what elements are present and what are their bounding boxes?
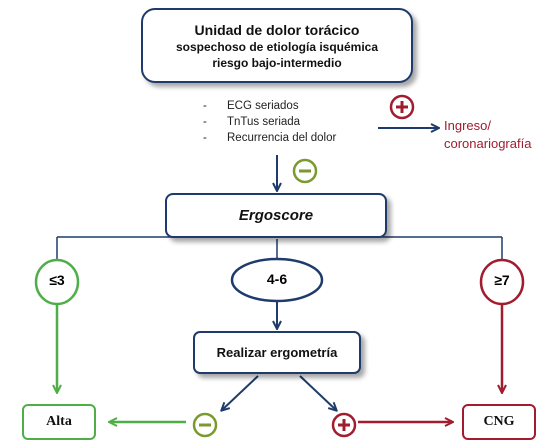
branch-mid-node: [230, 257, 324, 303]
ergometria-label: Realizar ergometría: [216, 345, 338, 360]
arrow-ergometria-neg: [222, 375, 259, 410]
branch-low-node: [34, 258, 80, 306]
header-line2: sospechoso de etiología isquémica: [175, 39, 379, 54]
ergoscore-box: Ergoscore: [165, 193, 387, 238]
branch-high-label: ≥7: [494, 272, 510, 288]
alta-box: Alta: [22, 404, 96, 440]
ingreso-label: Ingreso/ coronariografía: [444, 118, 532, 151]
branch-high-node: [479, 258, 525, 306]
criteria-item: -TnTus seriada: [203, 116, 301, 128]
ergoscore-label: Ergoscore: [238, 207, 314, 224]
branch-low-label: ≤3: [49, 272, 65, 288]
branch-mid-label: 4-6: [266, 271, 288, 287]
arrow-ergometria-pos: [299, 375, 336, 410]
criteria-list: -ECG seriados -TnTus seriada -Recurrenci…: [203, 98, 336, 146]
header-box: Unidad de dolor torácico sospechoso de e…: [141, 8, 413, 83]
plus-icon-bottom: [331, 412, 357, 438]
minus-icon-bottom: [192, 412, 218, 438]
minus-icon: [292, 158, 318, 184]
criteria-item: -Recurrencia del dolor: [203, 132, 337, 144]
header-line1: Unidad de dolor torácico: [194, 21, 360, 38]
cng-label: CNG: [483, 414, 515, 429]
header-line3: riesgo bajo-intermedio: [212, 55, 342, 70]
ergometria-box: Realizar ergometría: [193, 331, 361, 374]
cng-box: CNG: [462, 404, 536, 440]
criteria-item: -ECG seriados: [203, 100, 299, 112]
plus-icon: [389, 94, 415, 120]
alta-label: Alta: [46, 414, 72, 429]
